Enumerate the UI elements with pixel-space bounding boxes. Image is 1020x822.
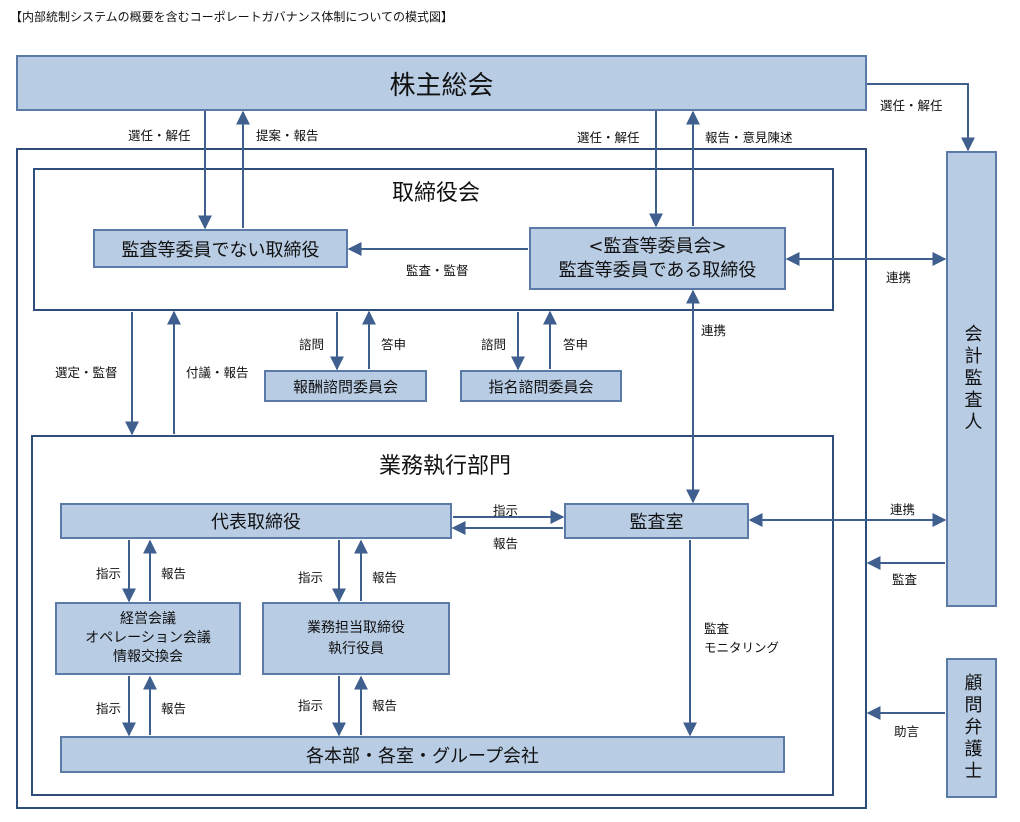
arrow-elect-dismiss-3: [867, 83, 975, 152]
business-exec-title: 業務執行部門: [378, 454, 512, 479]
compensation-committee-box: 報酬諮問委員会: [264, 370, 427, 402]
business-exec-frame: [31, 435, 834, 796]
label-instruct-3: 指示: [96, 701, 122, 716]
label-select-supervise: 選定・監督: [55, 365, 118, 380]
label-elect-dismiss-3: 選任・解任: [880, 98, 943, 113]
label-consult-2: 諮問: [481, 337, 507, 352]
label-report-opinion: 報告・意見陳述: [705, 130, 793, 145]
directors-non-audit-box: 監査等委員でない取締役: [93, 229, 348, 268]
label-audit-monitoring: 監査 モニタリング: [704, 621, 780, 655]
label-report-4: 報告: [372, 698, 398, 713]
audit-committee-box: <監査等委員会> 監査等委員である取締役: [529, 227, 786, 290]
shareholders-meeting-box: 株主総会: [16, 55, 867, 111]
accounting-auditor-box: 会計監査人: [946, 151, 997, 607]
company-frame: [16, 148, 867, 809]
label-answer-2: 答申: [563, 337, 589, 352]
label-propose-report: 提案・報告: [256, 128, 319, 143]
representative-director-box: 代表取締役: [60, 503, 452, 539]
label-elect-dismiss-1: 選任・解任: [128, 128, 191, 143]
label-instruct-1: 指示: [96, 566, 122, 581]
label-liaison-1: 連携: [886, 270, 912, 285]
label-instruct-4: 指示: [298, 698, 324, 713]
label-instruct-2: 指示: [298, 570, 324, 585]
label-liaison-2: 連携: [701, 323, 727, 338]
executive-officers-box: 業務担当取締役 執行役員: [262, 602, 450, 675]
management-meetings-box: 経営会議 オペレーション会議 情報交換会: [55, 602, 241, 675]
label-audit-supervise: 監査・監督: [406, 263, 469, 278]
label-report-1: 報告: [161, 566, 187, 581]
diagram-title: 【内部統制システムの概要を含むコーポレートガバナンス体制についての模式図】: [10, 10, 454, 24]
legal-advisor-box: 顧問弁護士: [946, 658, 997, 798]
label-liaison-3: 連携: [890, 502, 916, 517]
label-advice: 助言: [894, 724, 920, 739]
board-frame: [33, 168, 834, 311]
label-report-audit-office: 報告: [493, 536, 519, 551]
nomination-committee-box: 指名諮問委員会: [460, 370, 622, 402]
label-elect-dismiss-2: 選任・解任: [577, 130, 640, 145]
label-report-2: 報告: [372, 570, 398, 585]
label-agenda-report: 付議・報告: [186, 365, 249, 380]
board-title: 取締役会: [391, 181, 481, 206]
label-report-3: 報告: [161, 701, 187, 716]
label-answer-1: 答申: [381, 337, 407, 352]
label-instruct-audit-office: 指示: [493, 503, 519, 518]
audit-office-box: 監査室: [564, 503, 749, 539]
departments-box: 各本部・各室・グループ会社: [60, 736, 785, 773]
label-audit-by-accountant: 監査: [892, 572, 918, 587]
label-consult-1: 諮問: [299, 337, 325, 352]
